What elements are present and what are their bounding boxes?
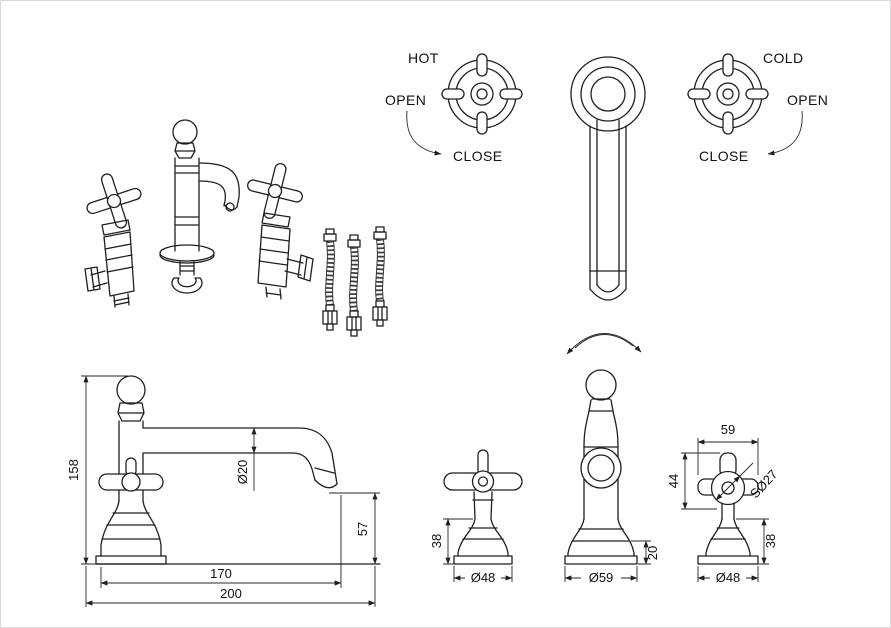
dim-handle-side-base-diameter: Ø48 [716,570,741,585]
dim-overall-reach: 200 [220,586,242,601]
dim-handle-base-height: 38 [429,534,444,548]
spout-side-elevation: 158 Ø20 57 170 200 [66,375,381,607]
iso-parts-view [84,119,388,337]
cold-open-label: OPEN [787,92,828,108]
dim-spout-tip-height: 57 [355,522,370,536]
cold-label: COLD [763,50,804,66]
handle-front-elevation: 38 Ø48 [429,449,523,586]
spout-front-elevation: 20 Ø59 [564,333,660,586]
dim-handle-base-diameter: Ø48 [471,570,496,585]
dim-spout-base-diameter: Ø59 [589,570,614,585]
cold-close-direction-arrow-icon [767,110,803,156]
dim-handle-width: 59 [721,422,735,437]
dim-spout-diameter: Ø20 [235,460,250,485]
cold-close-label: CLOSE [699,148,748,164]
hot-handle-top-view [441,53,523,135]
hot-close-label: CLOSE [453,148,502,164]
handle-side-elevation: 59 44 SØ27 38 Ø48 [666,422,781,586]
iso-flexible-hoses [322,226,388,337]
dim-spout-reach: 170 [210,566,232,581]
iso-cold-valve-cartridge [247,163,314,300]
dim-overall-height: 158 [66,459,81,481]
spout-top-view [570,56,646,301]
dim-handle-head-height: 44 [666,474,681,488]
dim-handle-side-base-height: 38 [763,534,778,548]
dim-spout-base-height: 20 [645,546,660,560]
iso-hot-valve-cartridge [84,173,142,308]
hot-label: HOT [408,50,439,66]
hot-open-label: OPEN [385,92,426,108]
cold-handle-top-view [687,53,769,135]
iso-spout [159,119,240,294]
hot-close-direction-arrow-icon [406,110,442,156]
swivel-arrow-icon [566,333,642,355]
